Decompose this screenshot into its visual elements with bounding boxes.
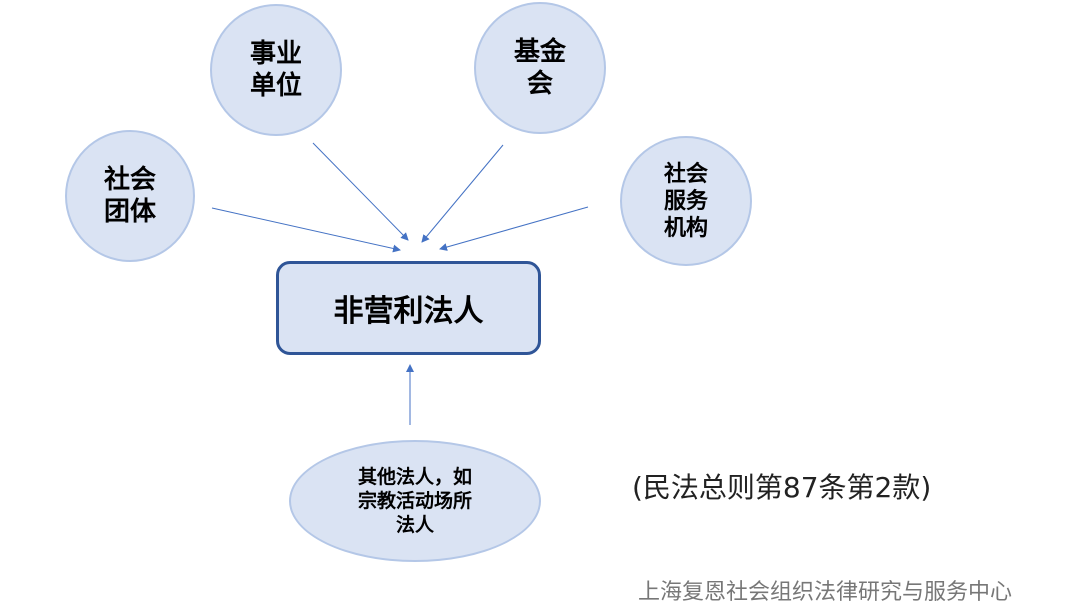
citation-text: (民法总则第87条第2款) bbox=[632, 471, 932, 504]
arrow-social-group bbox=[211, 207, 401, 253]
node-other-legal-person: 其他法人，如 宗教活动场所 法人 bbox=[289, 440, 541, 562]
arrow-social-service bbox=[439, 206, 589, 251]
node-nonprofit-legal-person: 非营利法人 bbox=[276, 261, 541, 355]
node-foundation: 基金 会 bbox=[474, 2, 606, 134]
arrow-public-institution bbox=[312, 142, 409, 241]
node-public-institution: 事业 单位 bbox=[210, 4, 342, 136]
footer-organization: 上海复恩社会组织法律研究与服务中心 bbox=[638, 580, 1013, 605]
node-social-service: 社会 服务 机构 bbox=[620, 136, 752, 266]
arrow-foundation bbox=[421, 144, 504, 243]
node-social-group: 社会 团体 bbox=[65, 130, 195, 262]
